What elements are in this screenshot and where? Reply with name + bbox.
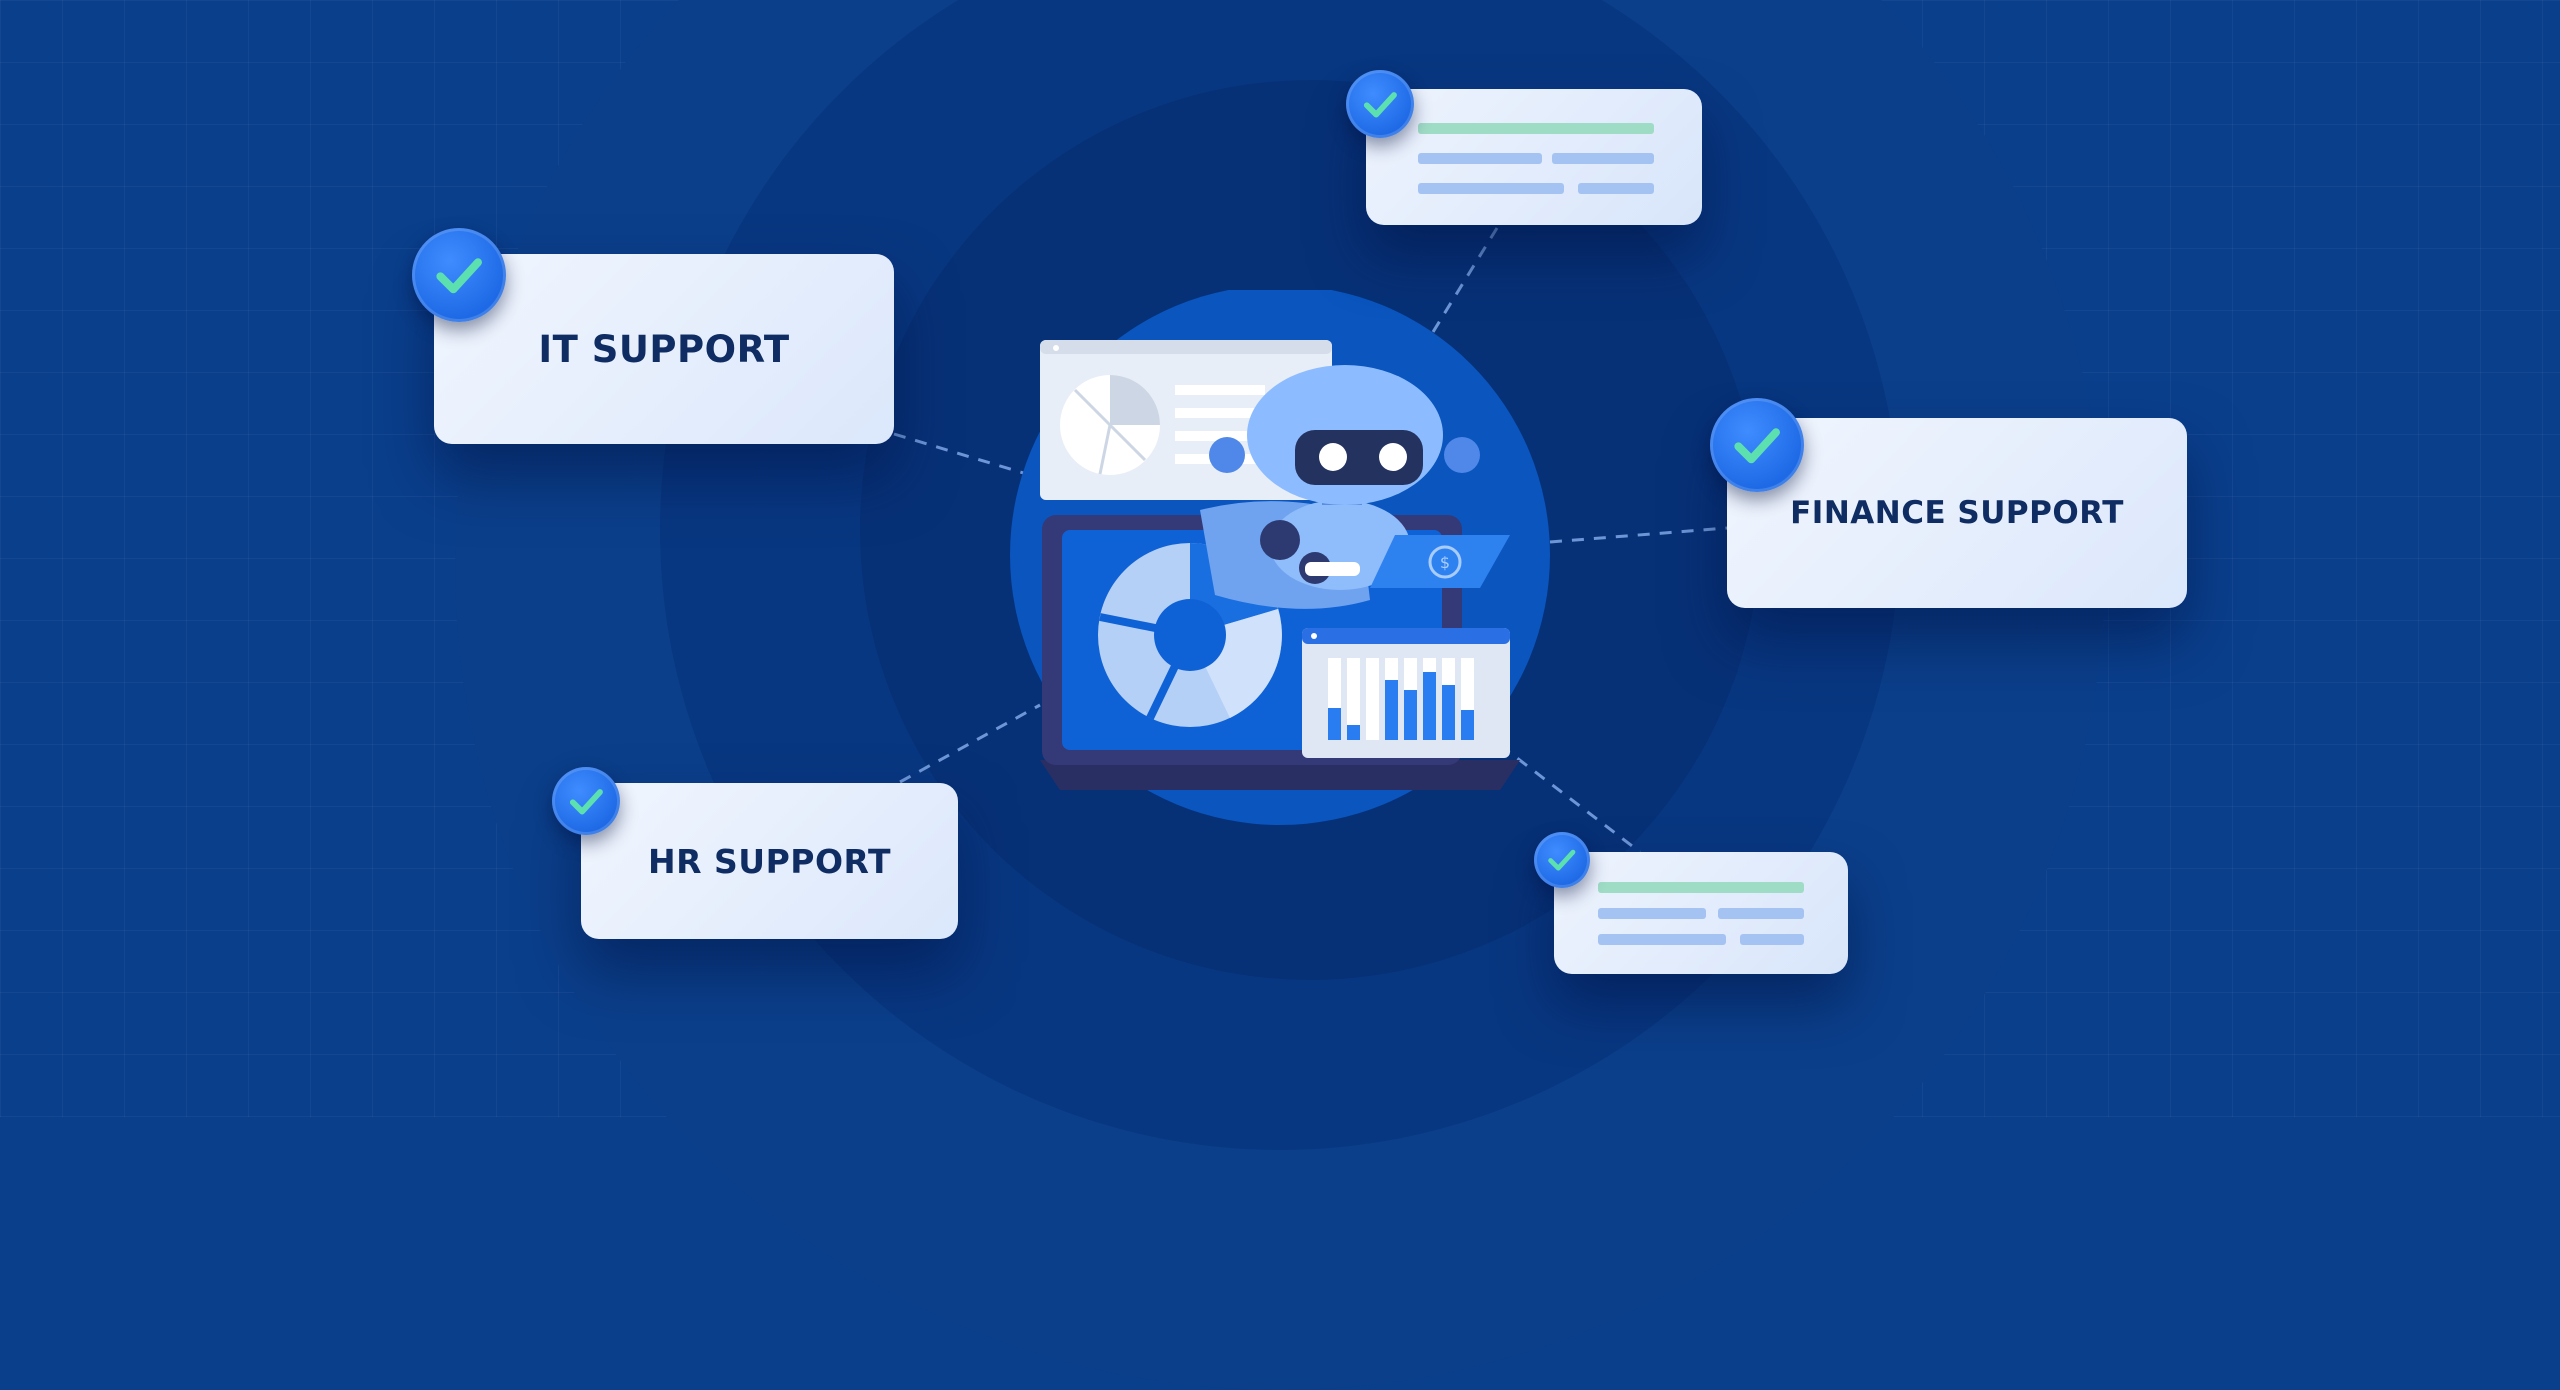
- finance-support-label: FINANCE SUPPORT: [1790, 495, 2124, 531]
- robot-eye-left: [1319, 443, 1347, 471]
- svg-text:$: $: [1440, 553, 1450, 572]
- it-support-card: IT SUPPORT: [434, 254, 894, 444]
- check-icon: [552, 767, 620, 835]
- check-icon: [1710, 398, 1804, 492]
- note-line: [1418, 153, 1542, 164]
- note-line: [1740, 934, 1804, 945]
- robot: $: [1200, 365, 1510, 609]
- note-line: [1578, 183, 1654, 194]
- check-icon: [1346, 70, 1414, 138]
- it-support-label: IT SUPPORT: [538, 327, 790, 371]
- bar-chart-window: [1302, 628, 1510, 758]
- laptop-base: [1040, 760, 1520, 790]
- note-line: [1418, 183, 1564, 194]
- hr-support-label: HR SUPPORT: [648, 841, 891, 881]
- robot-at-laptop-illustration: $: [1010, 290, 1550, 825]
- note-line: [1598, 882, 1804, 893]
- note-line: [1598, 908, 1706, 919]
- note-line: [1552, 153, 1654, 164]
- robot-eye-right: [1379, 443, 1407, 471]
- note-line: [1418, 123, 1654, 134]
- check-icon: [412, 228, 506, 322]
- note-line: [1718, 908, 1804, 919]
- bottom-note-card: [1554, 852, 1848, 974]
- hr-support-card: HR SUPPORT: [581, 783, 958, 939]
- note-line: [1598, 934, 1726, 945]
- robot-tablet: [1370, 535, 1510, 588]
- back-window-pie: [1060, 375, 1160, 475]
- top-note-card: [1366, 89, 1702, 225]
- check-icon: [1534, 832, 1590, 888]
